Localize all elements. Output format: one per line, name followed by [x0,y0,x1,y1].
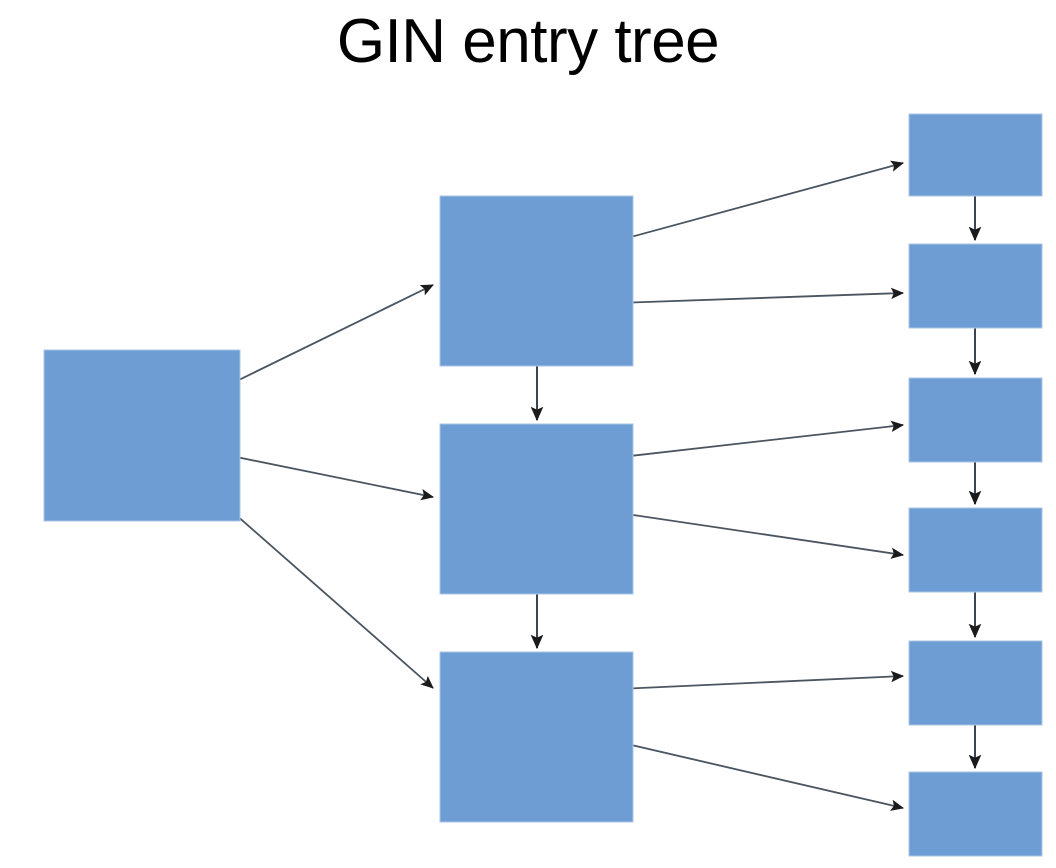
node-root[interactable] [43,349,241,522]
edge-pointer [585,420,905,462]
nodes-layer [43,113,1043,857]
page-title: GIN entry tree [336,7,720,76]
node-mid-2[interactable] [439,423,634,595]
edge-pointer [596,670,905,691]
node-leaf-3[interactable] [908,377,1043,463]
edge-pointer [585,507,905,559]
node-leaf-5[interactable] [908,640,1043,726]
node-mid-1[interactable] [439,195,634,367]
node-leaf-2[interactable] [908,243,1043,329]
edge-pointer [596,736,905,811]
node-leaf-6[interactable] [908,771,1043,857]
node-leaf-1[interactable] [908,113,1043,197]
node-leaf-4[interactable] [908,507,1043,593]
node-mid-3[interactable] [439,651,634,823]
